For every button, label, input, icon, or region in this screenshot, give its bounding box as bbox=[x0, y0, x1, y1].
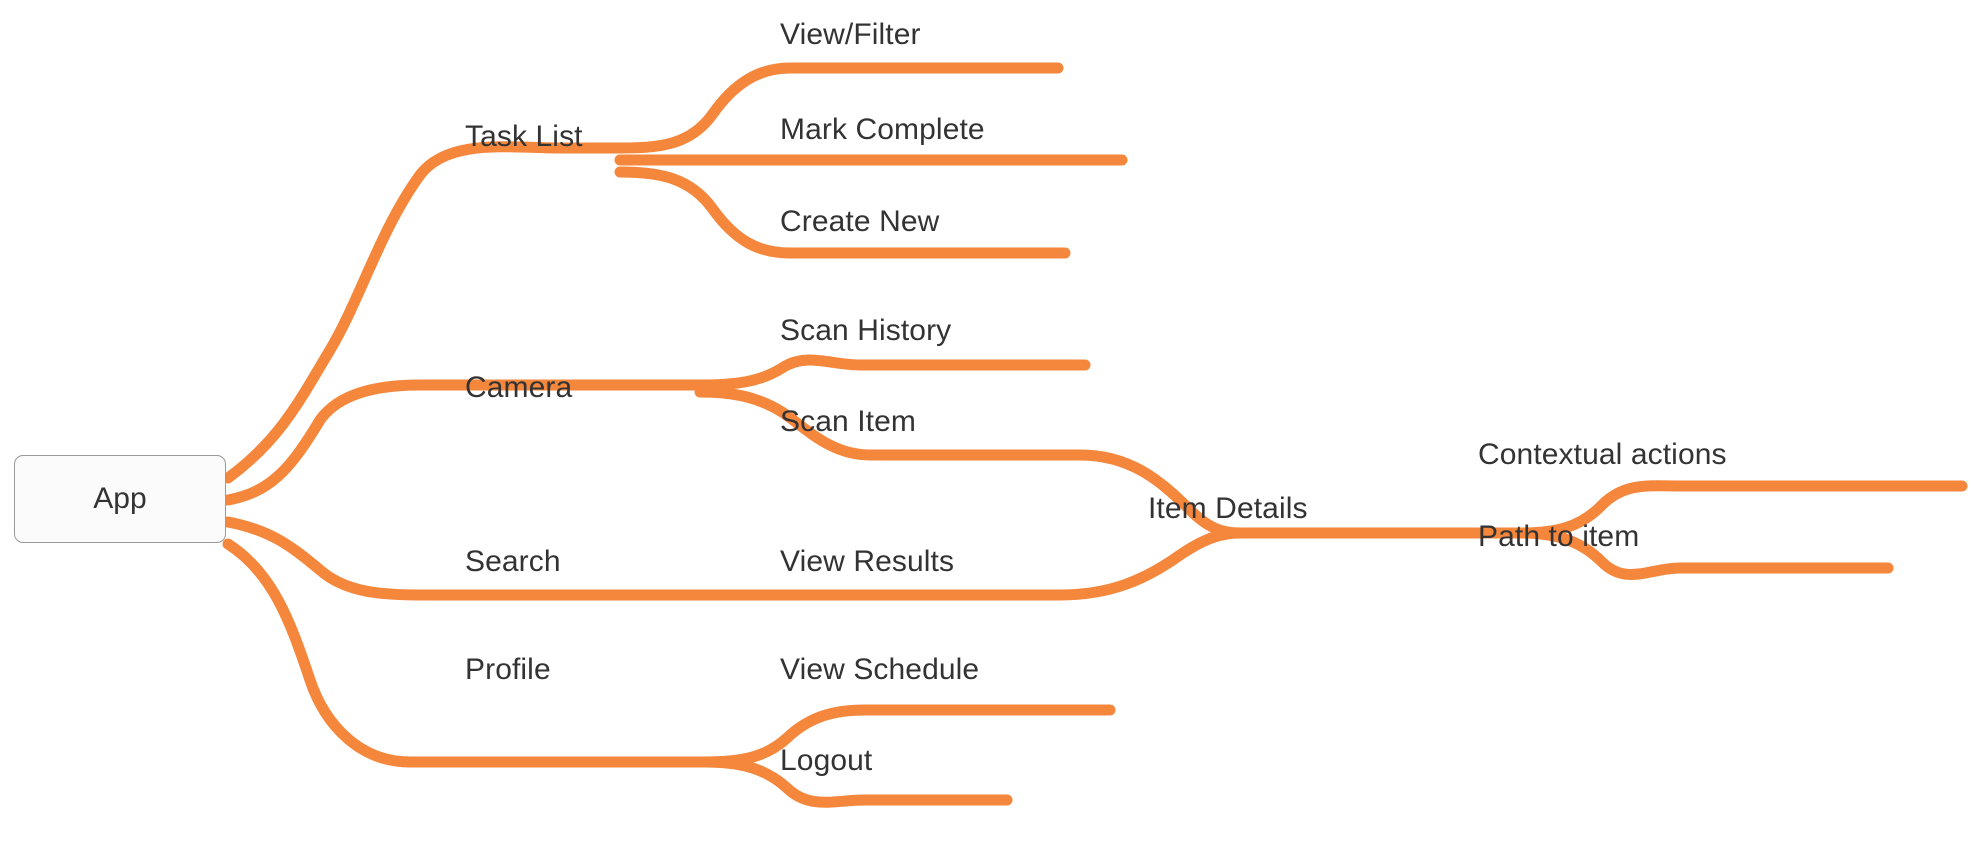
leaf-label-view-schedule[interactable]: View Schedule bbox=[780, 653, 980, 686]
edge-root-to-profile bbox=[222, 538, 711, 768]
edge-item-details-to-path bbox=[1514, 527, 1894, 580]
merge-node-label-item-details[interactable]: Item Details bbox=[1148, 492, 1308, 525]
branch-label-search[interactable]: Search bbox=[465, 545, 561, 578]
edge-view-results-to-item-details bbox=[1054, 527, 1246, 601]
leaf-label-contextual-actions[interactable]: Contextual actions bbox=[1478, 438, 1727, 471]
leaf-label-view-filter[interactable]: View/Filter bbox=[780, 18, 921, 51]
root-node-label: App bbox=[93, 482, 147, 515]
branch-label-task-list[interactable]: Task List bbox=[465, 120, 583, 153]
leaf-label-create-new[interactable]: Create New bbox=[780, 205, 940, 238]
edge-profile-to-view-schedule bbox=[699, 704, 1116, 768]
leaf-label-logout[interactable]: Logout bbox=[780, 744, 873, 777]
leaf-label-view-results[interactable]: View Results bbox=[780, 545, 955, 578]
edge-profile-to-logout bbox=[699, 756, 1013, 808]
edge-root-to-search bbox=[222, 516, 706, 601]
edge-task-list-to-create-new bbox=[614, 166, 1071, 259]
edge-camera-to-scan-item bbox=[694, 386, 1086, 461]
branch-label-profile[interactable]: Profile bbox=[465, 653, 551, 686]
leaf-label-path-to-item[interactable]: Path to item bbox=[1478, 520, 1640, 553]
branch-label-camera[interactable]: Camera bbox=[465, 371, 573, 404]
leaf-label-mark-complete[interactable]: Mark Complete bbox=[780, 113, 985, 146]
root-node-app[interactable]: App bbox=[14, 455, 226, 543]
edge-root-to-camera bbox=[222, 379, 706, 506]
leaf-label-scan-item[interactable]: Scan Item bbox=[780, 405, 916, 438]
edge-camera-to-scan-history bbox=[694, 354, 1091, 391]
edge-task-list-to-view-filter bbox=[614, 62, 1064, 154]
leaf-label-scan-history[interactable]: Scan History bbox=[780, 314, 952, 347]
edge-root-to-task-list bbox=[222, 141, 626, 484]
